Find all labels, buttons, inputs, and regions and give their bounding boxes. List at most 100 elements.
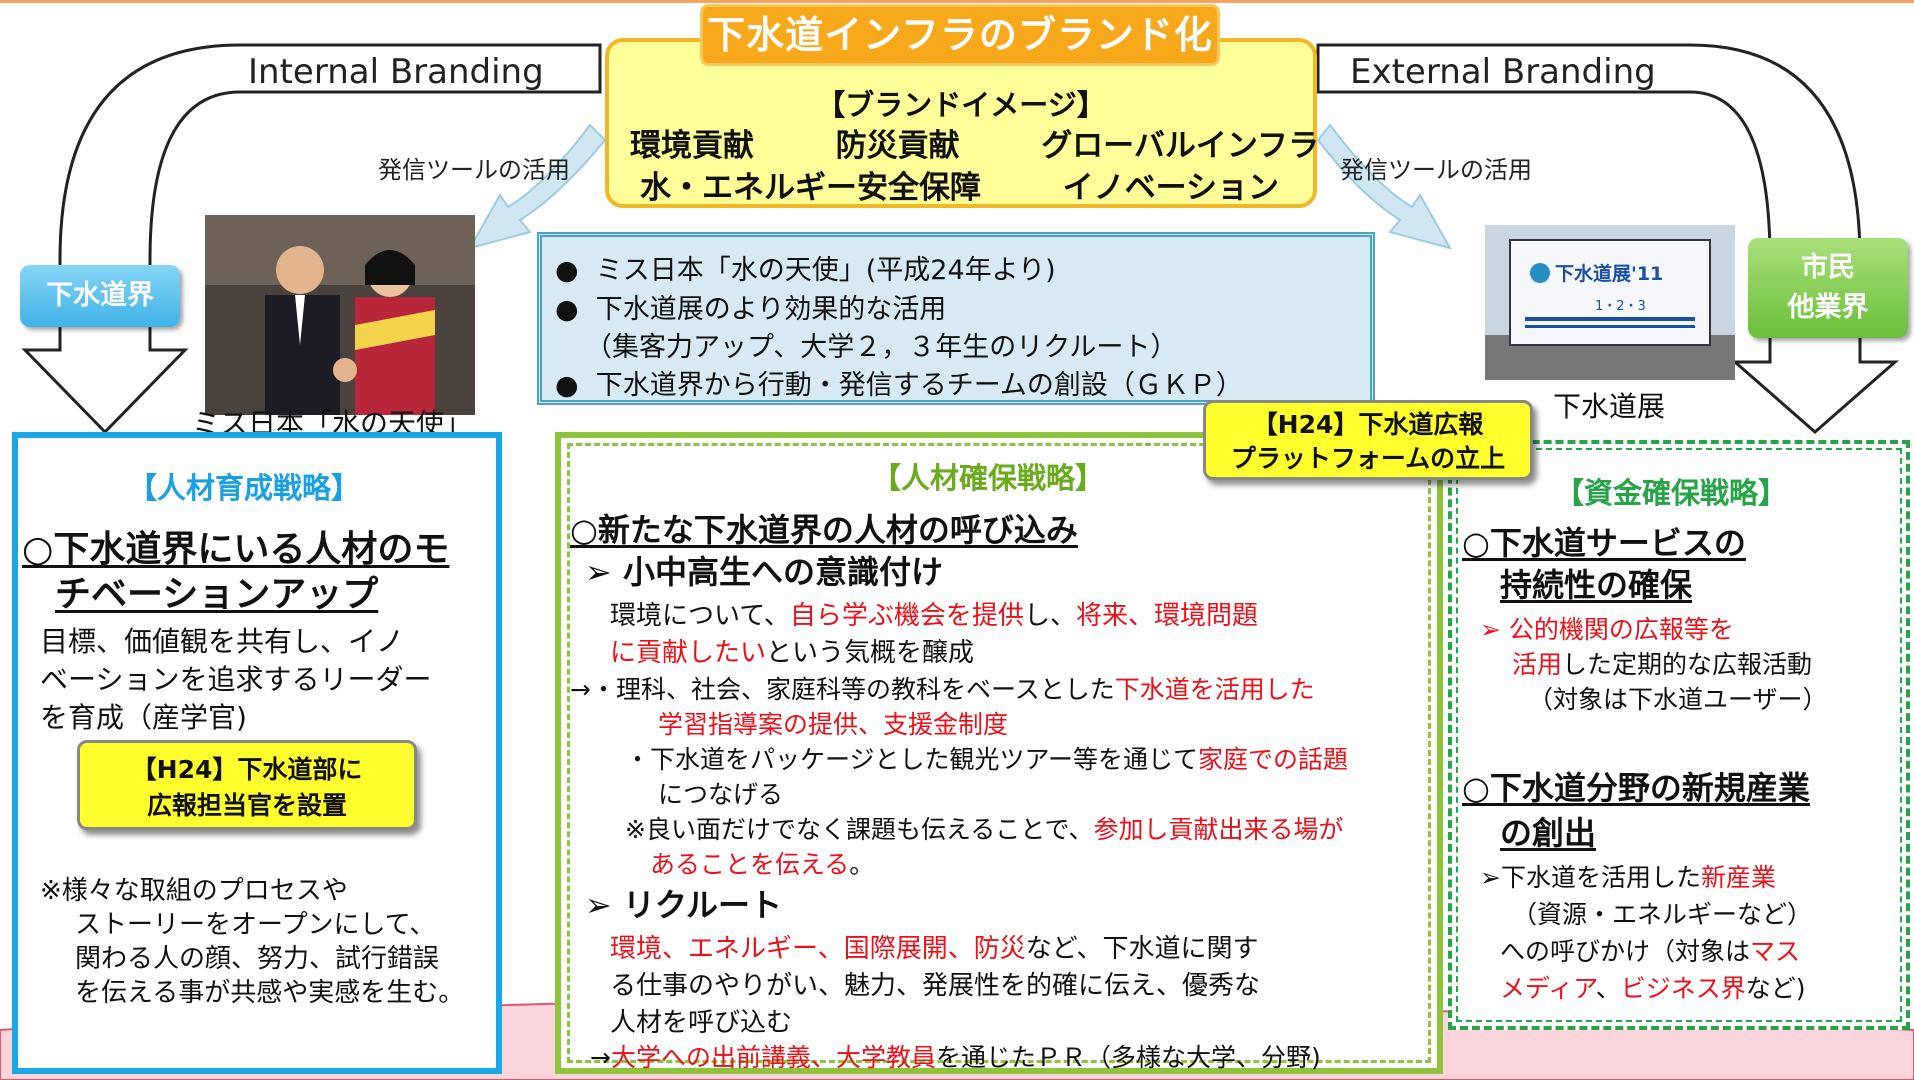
highlight: 家庭での話題	[1198, 745, 1349, 774]
highlight: あることを伝える	[650, 850, 850, 879]
initiative-text: ミス日本「水の天使」(平成24年より)	[595, 255, 1056, 286]
brand-image-box	[605, 38, 1317, 208]
brand-item: 環境貢献	[630, 128, 754, 164]
highlight: ビジネス界	[1620, 974, 1746, 1003]
panel-left-body: 目標、価値観を共有し、イノ	[40, 625, 405, 658]
panel-mid-sub2: ➢ リクルート	[585, 886, 782, 924]
expo-sign-text: 下水道展'11	[1555, 262, 1663, 285]
text: し、	[1023, 601, 1076, 631]
panel-mid-p1-line2: に貢献したいという気概を醸成	[610, 632, 974, 669]
highlight: マス	[1750, 937, 1801, 966]
tool-arrow-right	[1316, 123, 1453, 250]
tool-usage-left: 発信ツールの活用	[378, 156, 570, 184]
panel-right-r2-line2: （資源・エネルギーなど）	[1512, 900, 1813, 929]
expo-caption: 下水道展	[1553, 390, 1666, 423]
initiative-3: ● 下水道界から行動・発信するチームの創設（ＧＫＰ）	[555, 370, 1243, 401]
panel-mid-p4-line2: あることを伝える。	[650, 845, 874, 881]
pr-platform-badge: 【H24】下水道広報 プラットフォームの立上	[1203, 400, 1533, 480]
funding-strategy-panel	[1448, 440, 1910, 1030]
human-resource-acquisition-panel	[555, 432, 1443, 1074]
panel-left-note: 関わる人の顔、努力、試行錯誤	[75, 944, 440, 974]
external-branding-label: External Branding	[1350, 52, 1656, 92]
text: →	[590, 1043, 611, 1072]
pr-officer-badge: 【H24】下水道部に 広報担当官を設置	[77, 740, 417, 830]
panel-left-body: ベーションを追求するリーダー	[40, 663, 432, 696]
photo-illustration: 下水道展'11 1・2・3	[1485, 225, 1735, 380]
text: →・理科、社会、家庭科等の教科をベースとした	[570, 675, 1115, 704]
highlight: 大学への出前講義	[610, 1043, 811, 1072]
panel-left-heading-1: ○下水道界にいる人材のモ	[22, 529, 450, 570]
highlight: 下水道を活用した	[1114, 675, 1315, 704]
badge-line: 広報担当官を設置	[146, 791, 347, 820]
highlight: 大学教員	[835, 1043, 936, 1072]
text: ・下水道をパッケージとした観光ツアー等を通じて	[625, 745, 1199, 774]
panel-right-heading-1b: 持続性の確保	[1500, 566, 1693, 604]
panel-right-dashed-border	[1456, 448, 1902, 1022]
internal-branding-arrow	[21, 43, 602, 435]
text: など)	[1745, 974, 1806, 1003]
top-accent-line	[0, 0, 1914, 3]
panel-right-heading-2b: の創出	[1500, 814, 1597, 852]
tool-arrow-left	[467, 123, 607, 250]
internal-branding-label: Internal Branding	[248, 52, 544, 92]
panel-right-r1-line1: ➢ 公的機関の広報等を	[1480, 615, 1734, 644]
panel-mid-p2-line1: →・理科、社会、家庭科等の教科をベースとした下水道を活用した	[570, 670, 1315, 706]
text: 、	[1595, 974, 1621, 1003]
panel-mid-dashed-border	[567, 443, 1431, 1063]
text: 環境について、	[610, 601, 790, 631]
highlight: 環境、エネルギー、国際展開、防災	[610, 934, 1026, 964]
highlight: 活用	[1512, 650, 1563, 679]
panel-right-r2-line1: ➢下水道を活用した新産業	[1480, 858, 1776, 894]
text: という気概を醸成	[766, 638, 975, 668]
highlight: メディア	[1500, 974, 1596, 1003]
highlight: に貢献したい	[610, 638, 767, 668]
panel-mid-p3-line2: につなげる	[658, 780, 784, 809]
panel-right-heading-1a: ○下水道サービスの	[1462, 524, 1746, 562]
panel-mid-p5-line1: 環境、エネルギー、国際展開、防災など、下水道に関す	[610, 928, 1258, 965]
panel-right-r2-line3: への呼びかけ（対象はマス	[1500, 932, 1800, 968]
text: を通じたＰＲ（多様な大学、分野)	[936, 1043, 1321, 1072]
initiative-text: 下水道展のより効果的な活用	[595, 294, 947, 325]
expo-dates-text: 1・2・3	[1595, 299, 1646, 314]
initiative-1: ● ミス日本「水の天使」(平成24年より)	[555, 255, 1056, 286]
panel-mid-p4-line1: ※良い面だけでなく課題も伝えることで、参加し貢献出来る場が	[625, 810, 1343, 846]
brand-item: グローバルインフラ	[1041, 128, 1319, 164]
panel-right-r2-line4: メディア、ビジネス界など)	[1500, 969, 1806, 1005]
brand-image-row1: 環境貢献 防災貢献 グローバルインフラ	[630, 120, 1319, 165]
brand-item: 防災貢献	[835, 128, 960, 164]
brand-item: 水・エネルギー安全保障	[640, 170, 981, 206]
panel-mid-p2-line2: 学習指導案の提供、支援金制度	[658, 710, 1009, 739]
initiative-2-detail: （集客力アップ、大学２，３年生のリクルート）	[585, 332, 1178, 363]
panel-right-title: 【資金確保戦略】	[1555, 476, 1788, 510]
panel-left-note: を伝える事が共感や実感を生む。	[75, 978, 465, 1008]
page-title: 下水道インフラのブランド化	[700, 4, 1220, 66]
text: 。	[849, 850, 875, 879]
sewer-industry-tag: 下水道界	[20, 265, 180, 327]
highlight: 自ら学ぶ機会を提供	[789, 601, 1024, 631]
badge-line: 【H24】下水道広報	[1252, 410, 1484, 439]
badge-line: 【H24】下水道部に	[131, 755, 363, 784]
badge-line: プラットフォームの立上	[1230, 444, 1506, 473]
panel-mid-p3-line1: ・下水道をパッケージとした観光ツアー等を通じて家庭での話題	[625, 740, 1348, 776]
text: など、下水道に関す	[1025, 934, 1259, 964]
panel-right-r1-line3: （対象は下水道ユーザー）	[1528, 685, 1828, 714]
highlight: 参加し貢献出来る場が	[1093, 815, 1344, 844]
initiatives-box	[537, 232, 1375, 405]
initiative-text: 下水道界から行動・発信するチームの創設（ＧＫＰ）	[595, 370, 1243, 401]
highlight: 新産業	[1700, 863, 1776, 892]
miss-japan-photo	[205, 215, 475, 415]
text: ➢下水道を活用した	[1480, 863, 1701, 892]
panel-mid-p1-line1: 環境について、自ら学ぶ機会を提供し、将来、環境問題	[610, 595, 1258, 632]
panel-left-heading-2: チベーションアップ	[55, 574, 379, 615]
highlight: 将来、環境問題	[1075, 601, 1258, 631]
initiative-2: ● 下水道展のより効果的な活用	[555, 294, 947, 325]
text: への呼びかけ（対象は	[1500, 937, 1751, 966]
brand-image-heading: 【ブランドイメージ】	[816, 88, 1106, 122]
panel-mid-p5-line2: る仕事のやりがい、魅力、発展性を的確に伝え、優秀な	[610, 971, 1261, 1001]
sewerage-expo-photo: 下水道展'11 1・2・3	[1485, 225, 1735, 380]
citizens-tag: 市民 他業界	[1748, 238, 1908, 338]
panel-right-r1-line2: 活用した定期的な広報活動	[1512, 645, 1812, 681]
panel-left-note: ストーリーをオープンにして、	[75, 910, 436, 940]
panel-mid-sub1: ➢ 小中高生への意識付け	[585, 553, 943, 591]
tag-line: 他業界	[1787, 292, 1869, 323]
